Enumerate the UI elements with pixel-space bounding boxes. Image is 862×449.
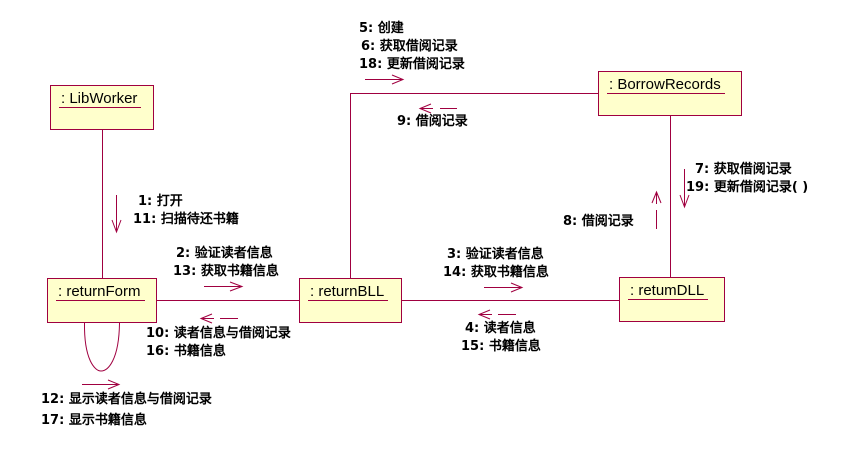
message-group-libworker-returnform: 1: 打开 11: 扫描待还书籍 — [133, 193, 239, 229]
arrow-m3 — [484, 282, 524, 293]
message-group-returnform-self: 12: 显示读者信息与借阅记录 17: 显示书籍信息 — [41, 389, 212, 431]
message-label: 19: 更新借阅记录( ) — [686, 180, 809, 195]
object-libworker[interactable]: : LibWorker — [50, 85, 154, 130]
message-label: 4: 读者信息 — [465, 321, 536, 336]
message-label: 5: 创建 — [359, 21, 404, 36]
message-label: 7: 获取借阅记录 — [695, 162, 792, 177]
object-name: : returnBLL — [308, 283, 389, 301]
object-name: : BorrowRecords — [607, 76, 725, 94]
object-borrowrecords[interactable]: : BorrowRecords — [598, 71, 742, 116]
message-label: 8: 借阅记录 — [563, 214, 634, 229]
message-label: 6: 获取借阅记录 — [361, 39, 458, 54]
message-label: 3: 验证读者信息 — [447, 247, 544, 262]
message-label: 18: 更新借阅记录 — [359, 57, 465, 72]
message-group-returnform-returnbll: 2: 验证读者信息 13: 获取书籍信息 — [173, 245, 279, 281]
message-label: 13: 获取书籍信息 — [173, 264, 279, 279]
message-group-returndll-returnbll: 4: 读者信息 15: 书籍信息 — [461, 320, 541, 356]
message-group-borrowrecords-returnbll: 9: 借阅记录 — [397, 113, 468, 131]
arrow-m12 — [82, 379, 121, 390]
message-group-returnbll-returnform: 10: 读者信息与借阅记录 16: 书籍信息 — [146, 325, 291, 361]
arrow-m9 — [418, 103, 457, 114]
message-label: 17: 显示书籍信息 — [41, 413, 147, 428]
arrow-m1 — [111, 195, 122, 234]
link-returnbll-borrowrecords — [350, 93, 598, 278]
message-label: 10: 读者信息与借阅记录 — [146, 326, 291, 341]
message-group-returnbll-returndll: 3: 验证读者信息 14: 获取书籍信息 — [443, 246, 549, 282]
message-group-returndll-borrowrecords: 7: 获取借阅记录 19: 更新借阅记录( ) — [686, 161, 808, 197]
arrow-m8 — [651, 190, 662, 229]
message-label: 12: 显示读者信息与借阅记录 — [41, 392, 212, 407]
arrow-m10 — [199, 313, 238, 324]
message-group-borrowrecords-returndll: 8: 借阅记录 — [563, 213, 634, 231]
message-label: 1: 打开 — [138, 194, 183, 209]
arrow-m2 — [204, 281, 244, 292]
message-label: 11: 扫描待还书籍 — [133, 212, 239, 227]
arrow-m5 — [365, 74, 405, 85]
message-label: 16: 书籍信息 — [146, 344, 226, 359]
object-name: : LibWorker — [59, 90, 142, 108]
object-returnbll[interactable]: : returnBLL — [299, 278, 402, 323]
message-group-returnbll-borrowrecords: 5: 创建 6: 获取借阅记录 18: 更新借阅记录 — [359, 20, 465, 74]
message-label: 9: 借阅记录 — [397, 114, 468, 129]
object-returnform[interactable]: : returnForm — [47, 278, 157, 323]
self-link-returnform — [83, 322, 120, 372]
arrow-m4 — [477, 309, 516, 320]
object-returndll[interactable]: : retumDLL — [619, 277, 725, 322]
message-label: 15: 书籍信息 — [461, 339, 541, 354]
message-label: 14: 获取书籍信息 — [443, 265, 549, 280]
message-label: 2: 验证读者信息 — [176, 246, 273, 261]
object-name: : retumDLL — [628, 282, 709, 300]
object-name: : returnForm — [56, 283, 145, 301]
arrow-m7 — [679, 169, 690, 209]
